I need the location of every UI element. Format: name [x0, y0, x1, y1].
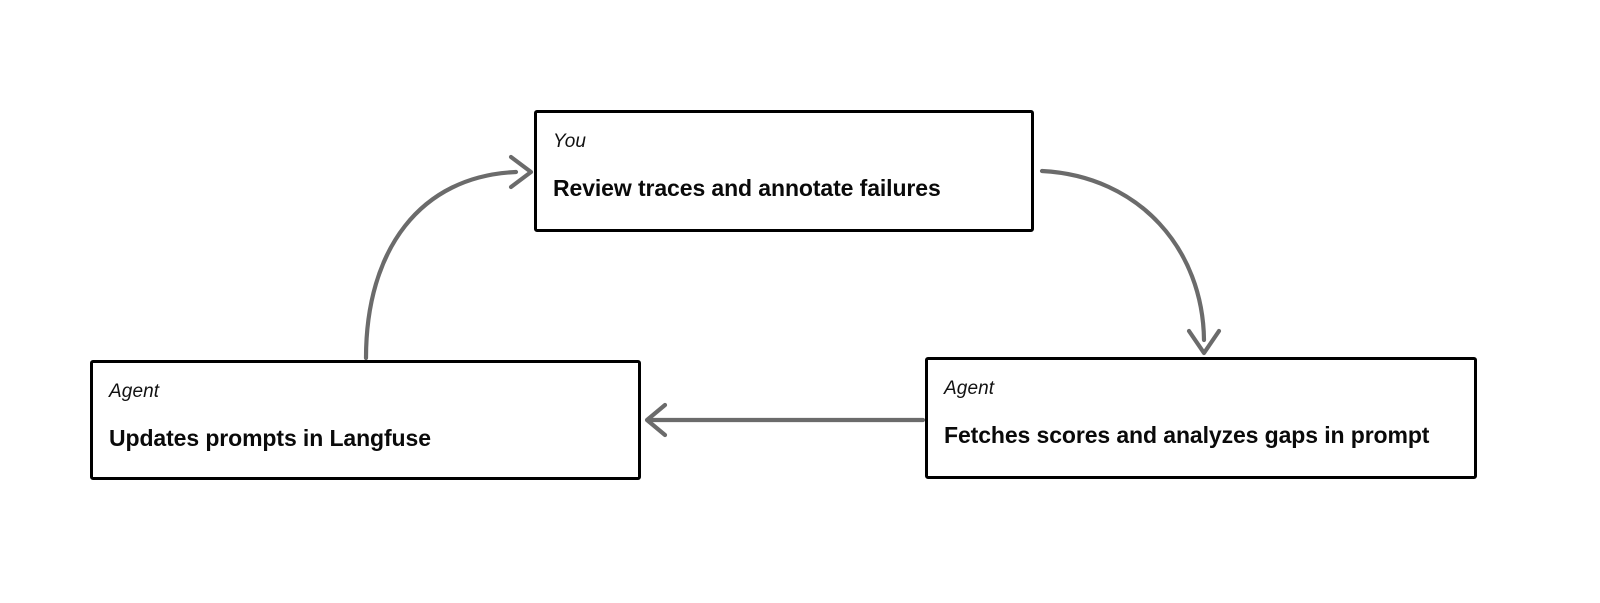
node-agent-update-role: Agent: [109, 381, 160, 402]
edge-you-to-agent-analyze: [1039, 168, 1222, 356]
node-agent-update[interactable]: Agent Updates prompts in Langfuse: [90, 360, 641, 480]
node-agent-analyze[interactable]: Agent Fetches scores and analyzes gaps i…: [925, 357, 1477, 479]
node-agent-analyze-title: Fetches scores and analyzes gaps in prom…: [944, 422, 1430, 448]
edge-agent-analyze-to-agent-update: [644, 402, 926, 438]
node-agent-analyze-role: Agent: [944, 378, 995, 399]
edge-agent-update-to-you: [363, 154, 534, 361]
node-agent-update-title: Updates prompts in Langfuse: [109, 425, 431, 451]
node-you-title: Review traces and annotate failures: [553, 175, 941, 201]
node-you[interactable]: You Review traces and annotate failures: [534, 110, 1034, 232]
node-you-role: You: [553, 131, 587, 152]
